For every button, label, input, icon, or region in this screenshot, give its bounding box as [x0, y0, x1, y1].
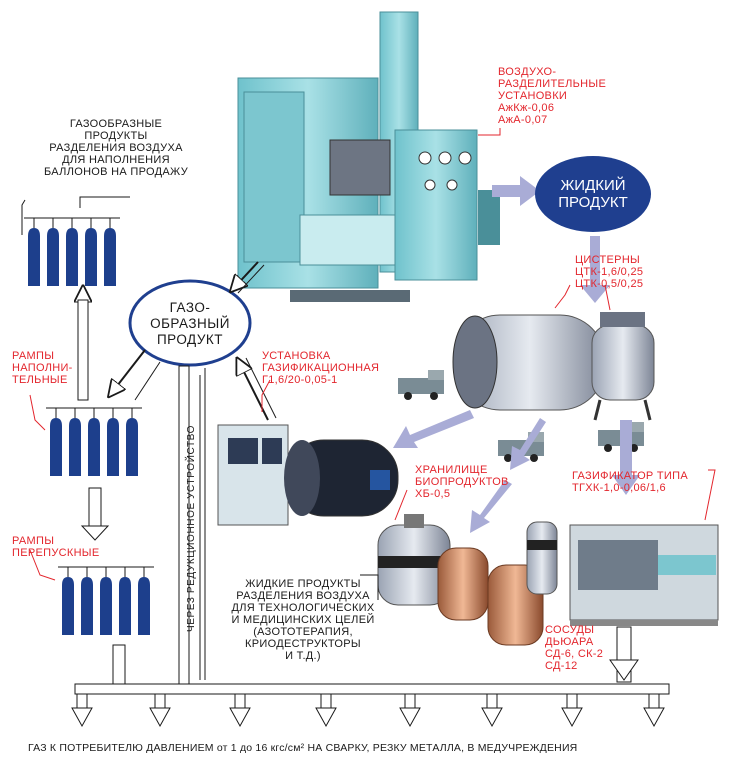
label-gasifier-type: ГАЗИФИКАТОР ТИПА ТГХК-1,0-0,06/1,6	[572, 470, 688, 494]
consumer-outlet-arrow	[399, 707, 421, 728]
label-liquid-products-uses: ЖИДКИЕ ПРОДУКТЫ РАЗДЕЛЕНИЯ ВОЗДУХА ДЛЯ Т…	[231, 578, 375, 662]
gas-cylinder	[47, 228, 59, 286]
gaseous-product-node	[128, 279, 252, 367]
label-gas-products-for-sale: ГАЗООБРАЗНЫЕ ПРОДУКТЫ РАЗДЕЛЕНИЯ ВОЗДУХА…	[44, 118, 188, 178]
gas-cylinder	[100, 577, 112, 635]
label-transfer-ramps: РАМПЫ ПЕРЕПУСКНЫЕ	[12, 535, 100, 559]
gas-cylinder	[66, 228, 78, 286]
gas-cylinder	[104, 228, 116, 286]
consumer-outlet-arrow	[481, 707, 503, 728]
gasifier-image	[569, 524, 719, 626]
flow-arrow-to-liquid	[492, 176, 540, 206]
label-gaseous-product: ГАЗО- ОБРАЗНЫЙ ПРОДУКТ	[150, 300, 230, 347]
cylinder-bank-filling	[46, 407, 142, 476]
label-consumer-footer: ГАЗ К ПОТРЕБИТЕЛЮ ДАВЛЕНИЕМ от 1 до 16 к…	[28, 742, 578, 754]
label-filling-ramps: РАМПЫ НАПОЛНИ- ТЕЛЬНЫЕ	[12, 350, 73, 386]
flow-arrow-to-tanks	[580, 236, 610, 303]
label-tanks: ЦИСТЕРНЫ ЦТК-1,6/0,25 ЦТК-0,5/0,25	[575, 254, 644, 290]
gas-cylinder	[107, 418, 119, 476]
cylinder-bank-top	[24, 217, 120, 286]
gas-cylinder	[62, 577, 74, 635]
label-bio-storage: ХРАНИЛИЩЕ БИОПРОДУКТОВ ХБ-0,5	[415, 464, 509, 500]
cylinder-bank-transfer	[58, 566, 154, 635]
label-gasification-unit: УСТАНОВКА ГАЗИФИКАЦИОННАЯ Г1,6/20-0,05-1	[262, 350, 380, 386]
gas-cylinder	[81, 577, 93, 635]
gasification-unit-image	[217, 424, 399, 526]
dewar-vessels-image	[377, 514, 558, 646]
label-liquid-product: ЖИДКИЙ ПРОДУКТ	[558, 177, 628, 211]
consumer-distribution-pipe	[71, 683, 670, 728]
consumer-outlet-arrow	[561, 707, 583, 728]
air-separation-unit-image	[237, 11, 500, 302]
red-leader-lines	[29, 128, 716, 581]
label-reducing-device: через редукционное устройство	[186, 425, 197, 632]
tank-image	[452, 312, 655, 421]
consumer-outlet-arrow	[71, 707, 93, 728]
gas-cylinder	[28, 228, 40, 286]
gas-cylinder	[85, 228, 97, 286]
label-dewar-vessels: СОСУДЫ ДЬЮАРА СД-6, СК-2 СД-12	[545, 624, 604, 672]
consumer-outlet-arrow	[149, 707, 171, 728]
consumer-outlet-arrow	[229, 707, 251, 728]
gas-cylinder	[126, 418, 138, 476]
label-air-separation-units: ВОЗДУХО- РАЗДЕЛИТЕЛЬНЫЕ УСТАНОВКИ АжКж-0…	[498, 66, 607, 126]
gas-cylinder	[88, 418, 100, 476]
gas-cylinder	[138, 577, 150, 635]
gas-cylinder	[119, 577, 131, 635]
consumer-outlet-arrow	[315, 707, 337, 728]
consumer-outlet-arrow	[643, 707, 665, 728]
liquid-product-node	[535, 156, 651, 232]
gas-cylinder	[69, 418, 81, 476]
gas-cylinder	[50, 418, 62, 476]
truck-icons	[398, 370, 644, 462]
